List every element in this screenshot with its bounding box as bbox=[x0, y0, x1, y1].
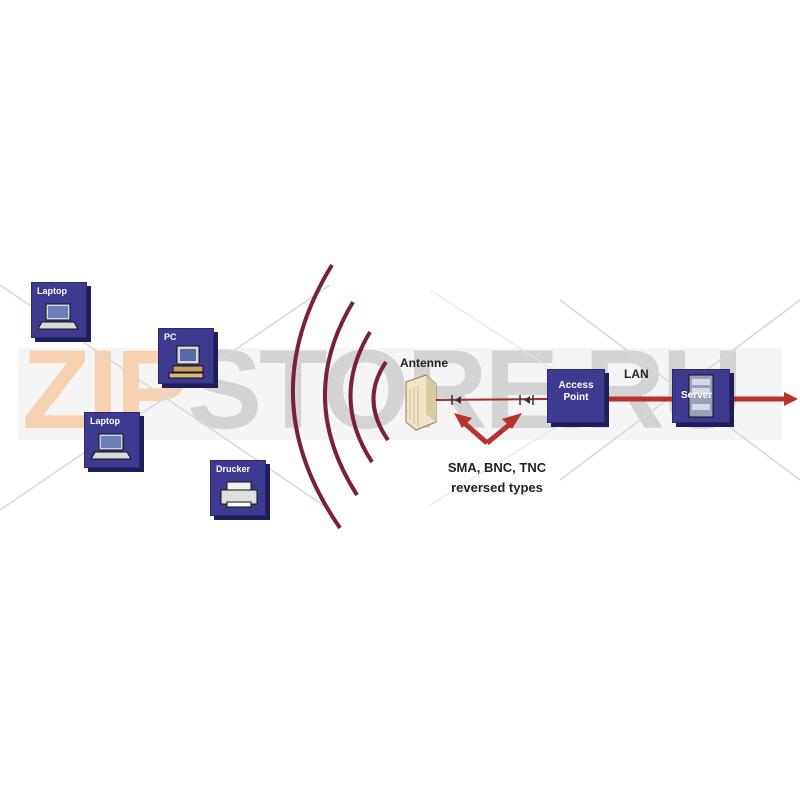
device-label: PC bbox=[164, 332, 177, 342]
access-point: Access Point bbox=[547, 369, 609, 427]
wave-arc-1 bbox=[291, 263, 342, 530]
device-printer: Drucker bbox=[210, 460, 270, 520]
watermark-band bbox=[18, 348, 782, 440]
connector-types-line2: reversed types bbox=[451, 480, 543, 495]
antenna-icon bbox=[405, 374, 437, 431]
lan-label: LAN bbox=[624, 367, 649, 381]
device-laptop-2: Laptop bbox=[84, 412, 144, 472]
server-rack-icon bbox=[688, 374, 714, 418]
laptop-icon bbox=[38, 303, 79, 330]
device-label: Laptop bbox=[37, 286, 67, 296]
printer-icon bbox=[220, 481, 258, 508]
wave-arc-4 bbox=[371, 360, 390, 442]
server-label: Server bbox=[681, 390, 713, 401]
access-point-label: Access Point bbox=[548, 380, 604, 404]
wave-arc-2 bbox=[323, 300, 359, 497]
server: Server bbox=[672, 369, 734, 427]
connector-pointer-arrows bbox=[454, 413, 522, 445]
antenna-label: Antenne bbox=[400, 356, 448, 370]
wave-arc-3 bbox=[348, 330, 374, 464]
device-label: Laptop bbox=[90, 416, 120, 426]
device-laptop-1: Laptop bbox=[31, 282, 91, 342]
access-point-label-line1: Access bbox=[558, 380, 594, 391]
connector-mark-right bbox=[519, 395, 534, 405]
desktop-pc-icon bbox=[168, 345, 204, 379]
connector-types-label: SMA, BNC, TNC reversed types bbox=[432, 458, 562, 498]
connector-mark-left bbox=[451, 395, 461, 405]
device-pc: PC bbox=[158, 328, 218, 388]
device-label: Drucker bbox=[216, 464, 251, 474]
access-point-label-line2: Point bbox=[563, 392, 589, 403]
connector-types-line1: SMA, BNC, TNC bbox=[447, 460, 547, 475]
laptop-icon bbox=[91, 433, 132, 460]
